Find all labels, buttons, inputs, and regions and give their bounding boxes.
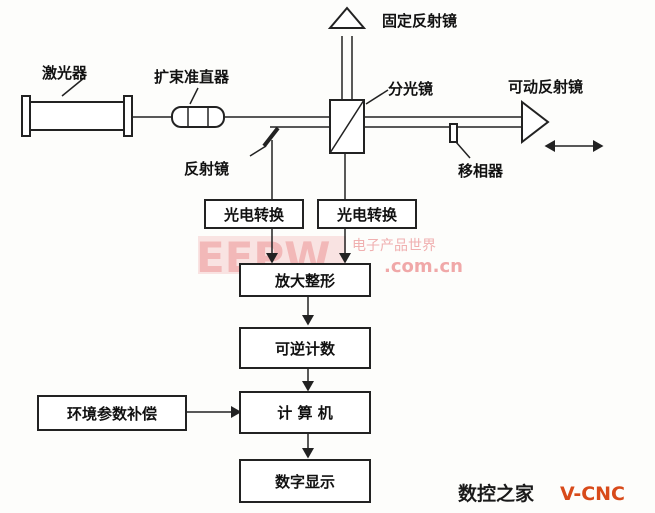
watermark-subtitle: 电子产品世界 <box>352 238 436 254</box>
photoelectric-right-box: 光电转换 <box>317 199 417 229</box>
beam-expander <box>171 106 225 128</box>
digital-display-box: 数字显示 <box>239 459 371 503</box>
photoelectric-left-box: 光电转换 <box>204 199 304 229</box>
reflector-leader <box>249 145 267 157</box>
amplify-shape-box: 放大整形 <box>239 263 371 297</box>
reflector <box>262 126 280 148</box>
photoelectric-left-text: 光电转换 <box>223 206 285 224</box>
laser-label: 激光器 <box>42 64 88 82</box>
expander-leader <box>189 87 199 105</box>
phase-shifter-leader <box>455 141 471 159</box>
computer-text: 计 算 机 <box>277 404 332 422</box>
photoelectric-right-text: 光电转换 <box>336 206 398 224</box>
fixed-mirror <box>327 6 367 29</box>
splitter-leader <box>365 89 389 105</box>
beam-expander-label: 扩束准直器 <box>154 68 230 86</box>
digital-display-text: 数字显示 <box>275 473 335 491</box>
beam-splitter-label: 分光镜 <box>388 80 433 98</box>
env-compensation-text: 环境参数补偿 <box>67 405 157 423</box>
reversible-counter-box: 可逆计数 <box>239 327 371 369</box>
computer-box: 计 算 机 <box>239 391 371 434</box>
beam-splitter <box>329 99 365 154</box>
env-compensation-box: 环境参数补偿 <box>37 395 187 431</box>
laser <box>21 95 133 137</box>
reflector-label: 反射镜 <box>184 160 229 178</box>
beam-paths <box>132 36 522 200</box>
laser-leader <box>61 77 85 97</box>
movable-mirror <box>521 99 550 145</box>
phase-shifter <box>449 123 458 143</box>
movable-mirror-label: 可动反射镜 <box>508 78 583 96</box>
brand-mark: 数控之家 V-CNC <box>458 482 625 505</box>
reversible-counter-text: 可逆计数 <box>275 340 336 358</box>
brand-code: V-CNC <box>560 483 625 505</box>
phase-shifter-label: 移相器 <box>458 162 504 180</box>
amplify-shape-text: 放大整形 <box>274 272 335 290</box>
fixed-mirror-label: 固定反射镜 <box>382 12 457 30</box>
brand-name: 数控之家 <box>458 482 535 505</box>
watermark-url: .com.cn <box>384 256 463 277</box>
signal-flow <box>186 228 351 459</box>
